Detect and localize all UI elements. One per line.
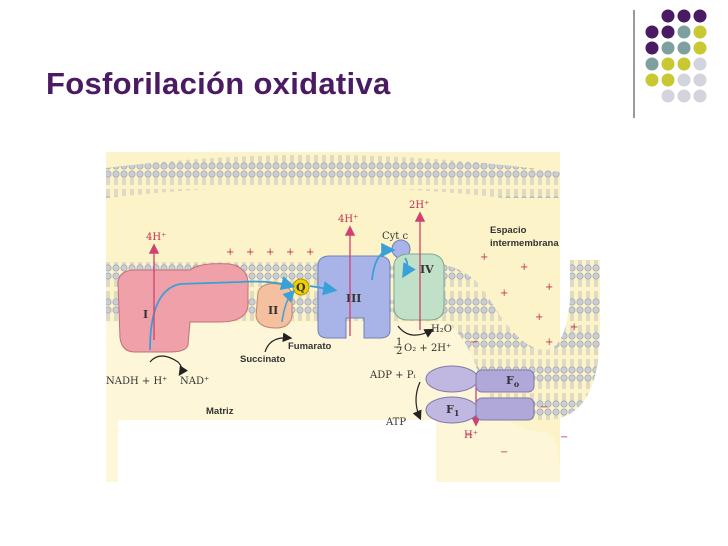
outer-membrane (106, 154, 560, 205)
intermembrane-space (106, 198, 560, 260)
svg-text:+: + (570, 322, 578, 333)
decorative-dot (677, 89, 691, 103)
water-label: H₂O (431, 324, 452, 335)
decorative-dot (693, 89, 707, 103)
nadh-arrow (149, 355, 188, 376)
decorative-dot (677, 25, 691, 39)
region-label-matriz: Matriz (206, 406, 234, 417)
decorative-dot (645, 41, 659, 55)
svg-text:−: − (470, 337, 478, 348)
decorative-dot (693, 9, 707, 23)
proton-label-atp: H⁺ (464, 430, 478, 441)
decorative-dot (661, 25, 675, 39)
decorative-dot (693, 73, 707, 87)
title-divider-line (633, 10, 635, 118)
oxygen-fraction-den: 2 (396, 346, 402, 357)
decorative-dot (693, 25, 707, 39)
region-label-espacio: Espacio (490, 225, 527, 236)
decorative-dot (661, 89, 675, 103)
proton-label-iv: 2H⁺ (409, 200, 429, 211)
decorative-dot (661, 73, 675, 87)
f0-label: Fo (506, 374, 520, 389)
svg-text:+: + (286, 247, 294, 258)
electron-path-q-iii (309, 281, 338, 296)
decorative-dot (677, 73, 691, 87)
q-label: Q (296, 281, 306, 294)
decorative-dot (661, 41, 675, 55)
decorative-dot (661, 57, 675, 71)
atp-label: ATP (385, 417, 406, 428)
decorative-dot (645, 25, 659, 39)
svg-text:+: + (545, 337, 553, 348)
svg-text:+: + (226, 247, 234, 258)
nadh-label: NADH + H⁺ (106, 376, 167, 387)
atp-synthase (425, 365, 535, 424)
adp-label: ADP + Pᵢ (369, 370, 415, 381)
proton-label-i: 4H⁺ (146, 232, 166, 243)
svg-text:+: + (535, 312, 543, 323)
complex-iv (393, 253, 445, 321)
proton-label-iii: 4H⁺ (338, 214, 358, 225)
succinato-label: Succinato (240, 354, 286, 365)
svg-text:+: + (500, 288, 508, 299)
electron-path-ii-q (281, 289, 296, 323)
decorative-dot (693, 41, 707, 55)
f1-label: F1 (446, 403, 459, 418)
electron-path-iii-cyt (371, 242, 396, 281)
charge-signs: +++ +++ +++ +++ −−− −−− (120, 247, 578, 458)
decorative-dot (693, 57, 707, 71)
nad-label: NAD⁺ (180, 376, 209, 387)
electron-path-cyt-iv (402, 257, 416, 279)
complex-iii-label: III (346, 292, 361, 305)
oxygen-label: O₂ + 2H⁺ (404, 343, 451, 354)
complex-i-label: I (143, 308, 148, 321)
decorative-dot (677, 57, 691, 71)
decorative-dot (661, 9, 675, 23)
label-mask (118, 420, 436, 482)
svg-text:+: + (266, 247, 274, 258)
oxygen-fraction-num: 1 (396, 337, 402, 348)
svg-text:−: − (465, 430, 473, 441)
svg-text:+: + (545, 282, 553, 293)
svg-text:−: − (560, 432, 568, 443)
slide-title: Fosforilación oxidativa (46, 66, 391, 101)
region-label-intermembrana: intermembrana (490, 238, 559, 249)
decorative-dot (677, 41, 691, 55)
atp-arrow (412, 381, 422, 421)
decorative-dot (677, 9, 691, 23)
svg-text:+: + (246, 247, 254, 258)
matrix-lower (446, 322, 560, 482)
complex-iv-label: IV (420, 263, 434, 276)
water-arrow (397, 325, 435, 338)
svg-text:+: + (520, 262, 528, 273)
cyt-c-label: Cyt c (382, 231, 408, 242)
complex-ii-label: II (268, 304, 278, 317)
svg-text:−: − (500, 447, 508, 458)
decorative-dot (645, 57, 659, 71)
succinate-arrow (264, 332, 293, 353)
fumarato-label: Fumarato (288, 341, 331, 352)
svg-text:+: + (480, 252, 488, 263)
svg-text:−: − (540, 402, 548, 413)
electron-path (149, 276, 296, 351)
svg-text:+: + (306, 247, 314, 258)
decorative-dot (645, 73, 659, 87)
